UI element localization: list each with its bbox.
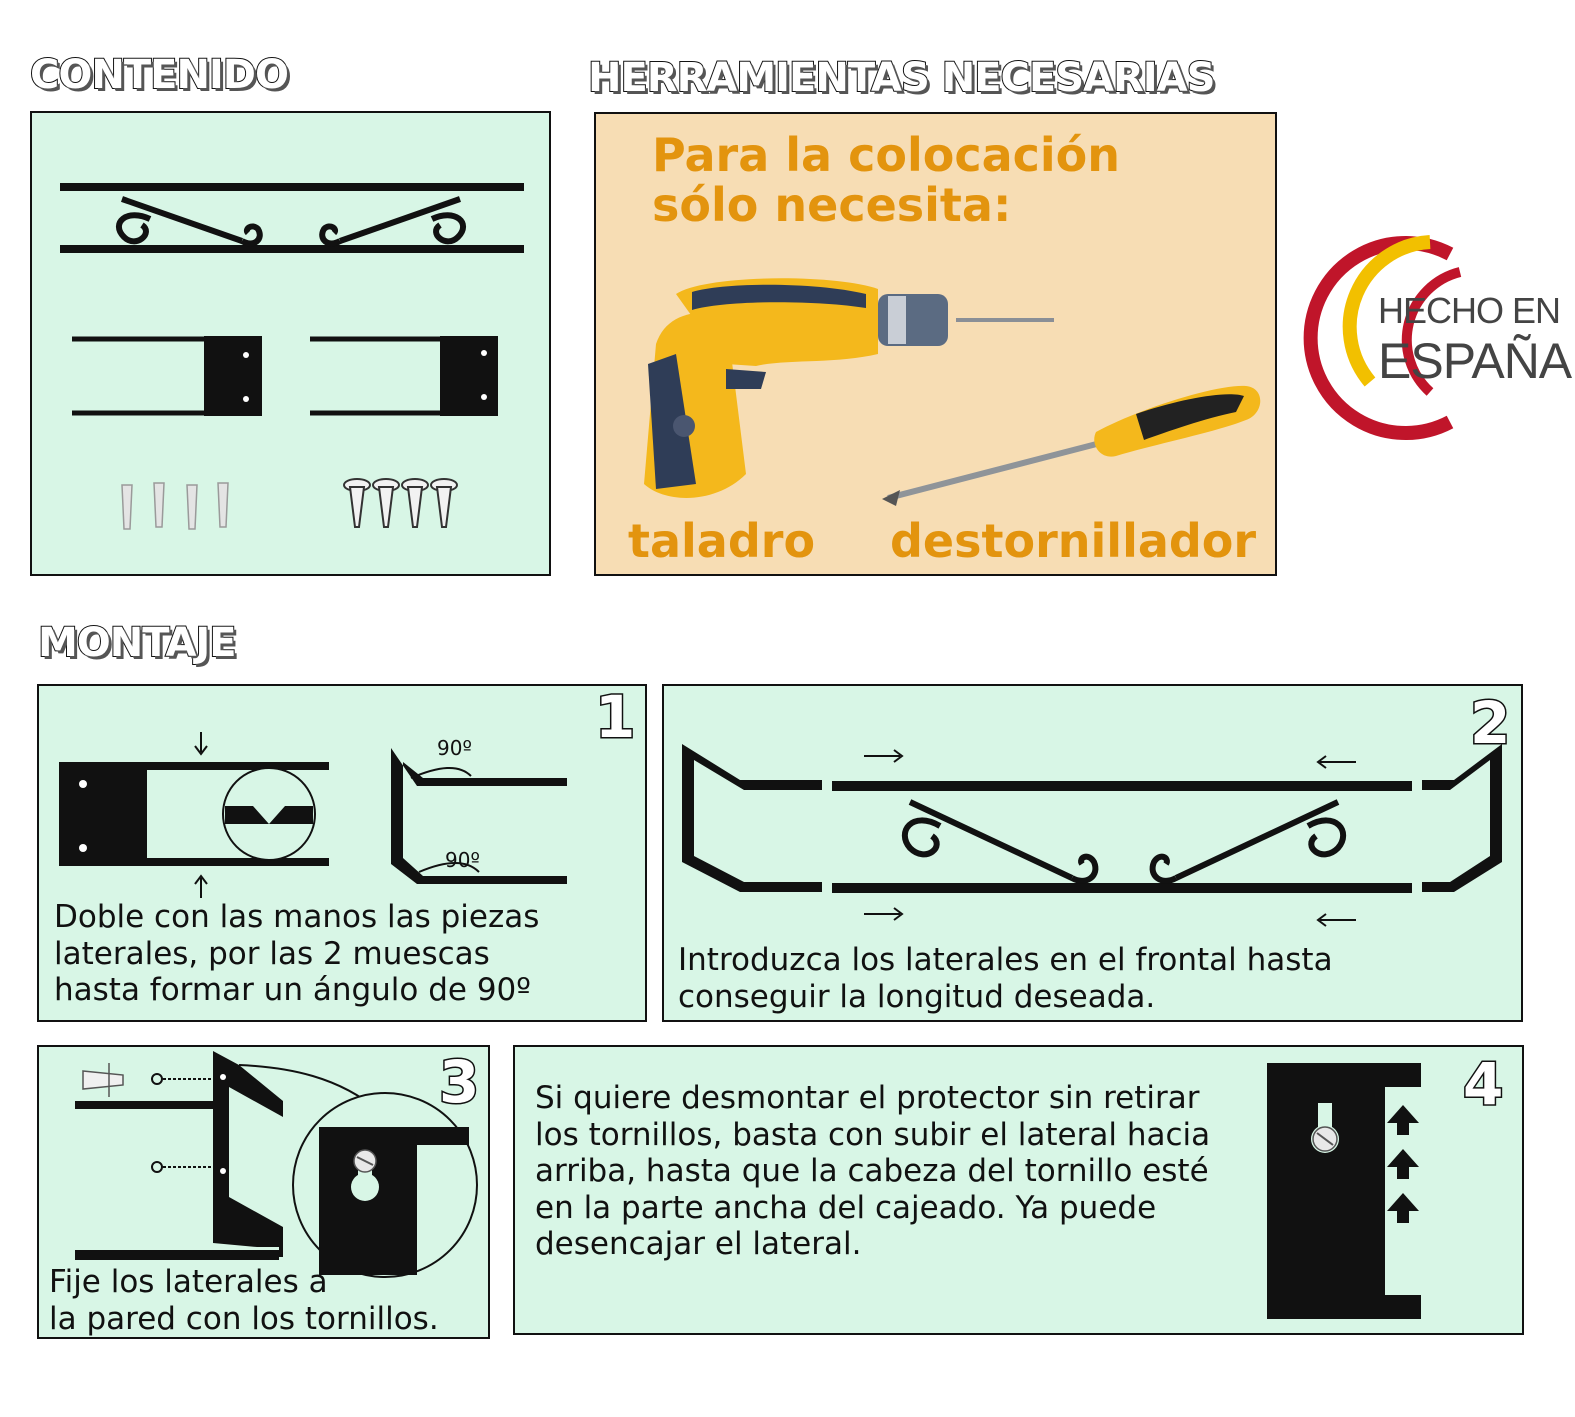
wall-plugs-icon bbox=[121, 482, 229, 530]
badge-yellow-arc bbox=[1342, 235, 1431, 387]
made-in-spain-badge: HECHO EN ESPAÑA bbox=[1300, 232, 1572, 447]
step-1-panel: 90º 90º 1 Doble con las manos las piezas… bbox=[37, 684, 647, 1022]
screwdriver-icon bbox=[882, 385, 1261, 506]
side-piece-left-icon bbox=[72, 336, 262, 416]
tools-panel: Para la colocación sólo necesita: taladr… bbox=[594, 112, 1277, 576]
step-3-number: 3 bbox=[437, 1048, 480, 1116]
step-1-number: 1 bbox=[593, 683, 636, 751]
side-piece-right-icon bbox=[310, 336, 498, 416]
tools-title: HERRAMIENTAS NECESARIAS bbox=[587, 54, 1216, 102]
contents-title: CONTENIDO bbox=[29, 51, 290, 99]
assembly-title: MONTAJE bbox=[37, 619, 238, 667]
step-4-illustration bbox=[1267, 1063, 1421, 1319]
wall-plug-icon bbox=[82, 1063, 124, 1097]
step-4-number: 4 bbox=[1461, 1050, 1504, 1118]
badge-line2: ESPAÑA bbox=[1378, 333, 1572, 389]
arrow-up-icon bbox=[1387, 1105, 1419, 1223]
step-4-panel: 4 Si quiere desmontar el protector sin r… bbox=[513, 1045, 1524, 1335]
tools-illustration bbox=[644, 278, 1261, 506]
tools-heading: Para la colocación sólo necesita: bbox=[652, 128, 1121, 232]
screw-icon bbox=[151, 1073, 211, 1173]
step-2-text: Introduzca los laterales en el frontal h… bbox=[678, 942, 1333, 1015]
step-1-illustration bbox=[59, 732, 567, 898]
step-4-text: Si quiere desmontar el protector sin ret… bbox=[535, 1080, 1211, 1262]
step-2-panel: 2 Introduzca los laterales en el frontal… bbox=[662, 684, 1523, 1022]
contents-panel bbox=[30, 111, 551, 576]
step-3-text: Fije los laterales a la pared con los to… bbox=[49, 1264, 439, 1337]
drill-label: taladro bbox=[628, 514, 816, 568]
front-rail-icon bbox=[60, 183, 524, 253]
step-3-illustration bbox=[75, 1051, 478, 1278]
badge-line1: HECHO EN bbox=[1378, 290, 1561, 331]
badge-red-arc bbox=[1303, 236, 1454, 440]
step-1-angle-top: 90º bbox=[437, 736, 472, 760]
screwdriver-label: destornillador bbox=[890, 514, 1257, 568]
drill-icon bbox=[644, 278, 1054, 498]
screws-icon bbox=[343, 478, 458, 528]
step-2-number: 2 bbox=[1468, 689, 1511, 757]
step-1-angle-bottom: 90º bbox=[445, 848, 480, 872]
step-2-illustration bbox=[682, 744, 1502, 927]
step-1-text: Doble con las manos las piezas laterales… bbox=[54, 899, 540, 1008]
contents-illustration bbox=[60, 183, 524, 530]
step-3-panel: 3 Fije los laterales a la pared con los … bbox=[37, 1045, 490, 1339]
